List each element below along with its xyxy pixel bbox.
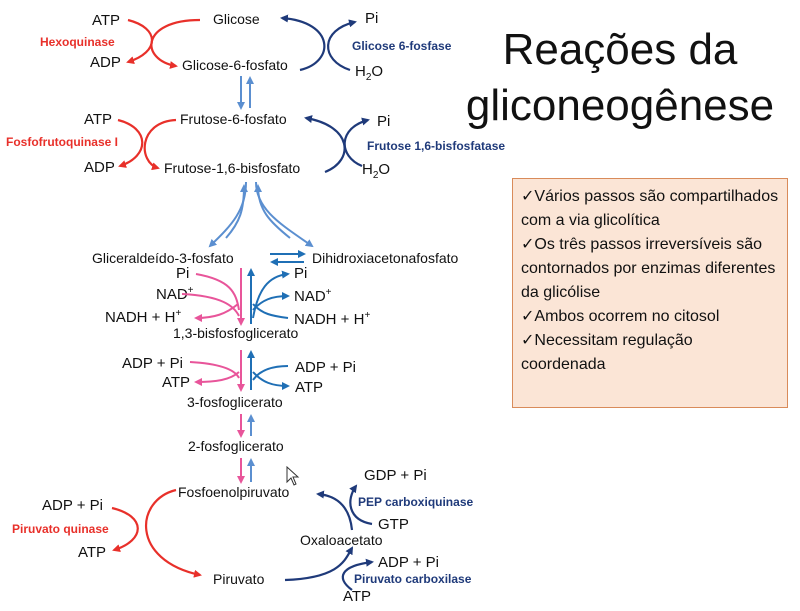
atp-adp-arrow (126, 18, 154, 65)
metabolite-glicose: Glicose (213, 11, 260, 27)
cofactor-adp-pi: ADP + Pi (378, 554, 439, 571)
metabolite-fosfoenolpiruvato: Fosfoenolpiruvato (178, 484, 290, 500)
mouse-cursor-icon (286, 466, 300, 486)
adp-atp-arrow (111, 506, 139, 553)
cofactor-adp-pi: ADP + Pi (42, 497, 103, 514)
note-item: ✓Os três passos irreversíveis são contor… (521, 236, 776, 301)
enzyme-pep-carboxiquinase: PEP carboxiquinase (358, 495, 473, 509)
note-item: ✓Necessitam regulação coordenada (521, 332, 693, 373)
merge-arrow-g3p (225, 184, 248, 239)
note-item: ✓Vários passos são compartilhados com a … (521, 188, 779, 229)
cofactor-adp-pi: ADP + Pi (122, 355, 183, 372)
pink-cofactor-arrow (181, 293, 240, 317)
cofactor-pi: Pi (294, 265, 307, 282)
split-arrow-dhap (255, 181, 314, 248)
notes-box: ✓Vários passos são compartilhados com a … (512, 178, 788, 408)
title-line-1: Reações da (502, 25, 738, 74)
enzyme-fosfofrutoquinase: Fosfofrutoquinase I (6, 135, 118, 149)
cofactor-atp: ATP (343, 588, 371, 605)
h2o-pi-arrow (343, 117, 370, 168)
cofactor-pi: Pi (365, 10, 378, 27)
pink-cofactor-arrow (194, 303, 239, 322)
title-line-2: gliconeogênese (465, 81, 775, 130)
blue-cofactor-arrow (252, 270, 290, 319)
cofactor-h2o: H2O (362, 161, 390, 181)
cofactor-nadh: NADH + H+ (105, 308, 181, 326)
cofactor-atp: ATP (295, 379, 323, 396)
cofactor-pi: Pi (377, 113, 390, 130)
enzyme-glicose-6-fosfase: Glicose 6-fosfase (352, 39, 452, 53)
metabolite-oxaloacetato: Oxaloacetato (300, 532, 383, 548)
metabolite-dihidroxiacetonafosfato: Dihidroxiacetonafosfato (312, 250, 459, 266)
metabolite-frutose-6-fosfato: Frutose-6-fosfato (180, 111, 287, 127)
cofactor-nad: NAD+ (156, 285, 194, 303)
cofactor-pi: Pi (176, 265, 189, 282)
cofactor-h2o: H2O (355, 63, 383, 83)
metabolite-frutose-1-6-bisfosfato: Frutose-1,6-bisfosfato (164, 160, 300, 176)
h2o-pi-arrow (327, 19, 357, 72)
cofactor-adp-pi: ADP + Pi (295, 359, 356, 376)
metabolite-2-fosfoglicerato: 2-fosfoglicerato (188, 438, 284, 454)
enzyme-hexoquinase: Hexoquinase (40, 35, 115, 49)
enzyme-piruvato-carboxilase: Piruvato carboxilase (354, 572, 472, 586)
merge-arrow-dhap (254, 184, 291, 239)
metabolite-glicose-6-fosfato: Glicose-6-fosfato (182, 57, 288, 73)
piruvato-carboxilase-arrow (284, 546, 354, 582)
cofactor-nadh: NADH + H+ (294, 310, 370, 328)
blue-cofactor-arrow (252, 371, 290, 390)
frutose-bisfosfatase-arrow (304, 115, 346, 174)
pep-carboxiquinase-arrow (316, 490, 354, 531)
metabolite-1-3-bisfosfoglicerato: 1,3-bisfosfoglicerato (173, 325, 299, 341)
cofactor-gdp-pi: GDP + Pi (364, 467, 427, 484)
note-item: ✓Ambos ocorrem no citosol (521, 308, 720, 325)
atp-adp-pi-arrow (341, 558, 374, 591)
blue-cofactor-arrow (252, 303, 289, 319)
cofactor-nad: NAD+ (294, 287, 332, 305)
enzyme-piruvato-quinase: Piruvato quinase (12, 522, 109, 536)
cofactor-atp: ATP (92, 12, 120, 29)
pink-cofactor-arrow (189, 361, 240, 379)
fosfofrutoquinase-arrow (143, 118, 177, 171)
atp-adp-arrow (117, 118, 144, 168)
glicose-6-fosfase-arrow (280, 14, 326, 72)
cofactor-atp: ATP (162, 374, 190, 391)
cofactor-adp: ADP (90, 54, 121, 71)
cofactor-atp: ATP (84, 111, 112, 128)
cofactor-atp: ATP (78, 544, 106, 561)
metabolite-3-fosfoglicerato: 3-fosfoglicerato (187, 394, 283, 410)
blue-cofactor-arrow (252, 365, 289, 381)
gtp-gdp-arrow (349, 484, 373, 526)
page-title: Reações da gliconeogênese (455, 22, 785, 134)
metabolite-piruvato: Piruvato (213, 571, 265, 587)
pink-cofactor-arrow (194, 371, 240, 386)
cofactor-adp: ADP (84, 159, 115, 176)
metabolite-gliceraldeido-3-fosfato: Gliceraldeído-3-fosfato (92, 250, 234, 266)
enzyme-frutose-1-6-bisfosfatase: Frutose 1,6-bisfosfatase (367, 139, 505, 153)
pink-cofactor-arrow (195, 273, 240, 311)
cofactor-gtp: GTP (378, 516, 409, 533)
piruvato-quinase-arrow (145, 488, 202, 578)
